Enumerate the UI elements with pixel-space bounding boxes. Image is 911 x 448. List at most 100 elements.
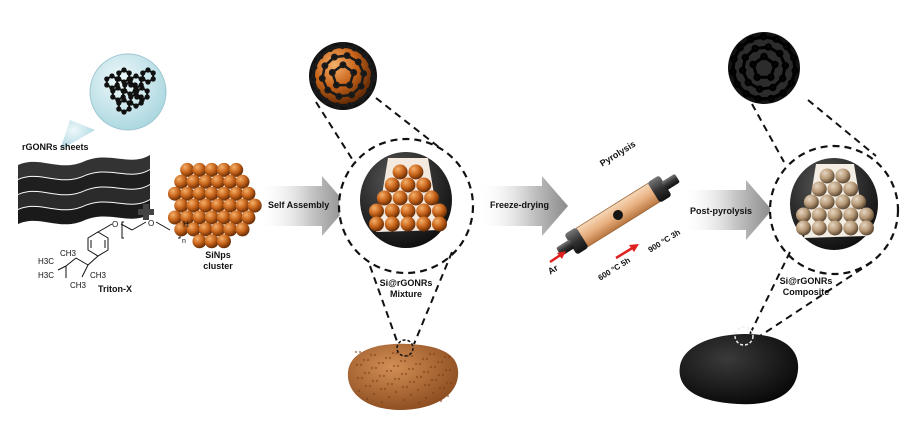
graphene-atom [144,94,150,100]
fullerene-atom [324,86,332,94]
sponge-pore [428,352,432,356]
graphene-atom [138,94,144,100]
fullerene-atom [779,74,787,83]
graphene-atom [133,73,139,79]
sinp-sphere [223,174,238,189]
fullerene-atom [741,53,749,62]
fullerene-atom [769,83,777,92]
fullerene-atom [332,81,340,89]
si-sphere-tan [827,207,843,223]
fullerene-atom [729,68,737,76]
sponge-pore [404,372,408,376]
sponge-pore [416,388,420,392]
sponge-pore [440,360,444,364]
sponge-pore [363,371,367,375]
sponge-pore [402,398,406,402]
graphene-atom [116,70,122,76]
sponge-pore [434,378,438,382]
graphene-atom [139,85,145,91]
sponge-pore [449,381,453,385]
si-sphere-tan [827,181,843,197]
fullerene-atom [351,44,359,52]
sinp-sphere [186,198,201,213]
si-sphere-tan [811,220,827,236]
sinp-sphere [180,162,195,177]
temperature-ramp-arrow [615,244,639,260]
black-sponge [679,326,799,405]
fullerene-atom [318,74,326,82]
sponge-pore [447,355,451,359]
sponge-pore [384,356,388,360]
sponge-pore [419,375,423,379]
sinp-sphere [174,198,189,213]
si-sphere-tan [827,220,843,236]
molecule-o1: O [112,220,119,229]
sinp-sphere [216,234,231,249]
graphene-atom [144,88,150,94]
si-sphere-orange [384,203,400,219]
argon-flow-arrow [549,251,566,264]
sponge-pore [403,359,407,363]
sinp-sphere [198,222,213,237]
sponge-pore [385,369,389,373]
sinp-sphere [174,174,189,189]
graphene-atom [122,88,128,94]
sinp-sphere [216,162,231,177]
molecule-h3c-top: H3C [38,257,55,266]
post-pyrolysis-label: Post-pyrolysis [690,206,753,216]
si-sphere-orange [400,203,416,219]
sponge-pore [427,383,431,387]
sinp-sphere [198,198,213,213]
fullerene-atom [787,79,796,87]
fullerene-atom [776,49,784,58]
sponge-pore [388,356,392,360]
fullerene-atom [310,63,318,71]
graphene-atom [121,109,127,115]
sponge-pore [392,364,396,368]
si-sphere-orange [432,216,447,232]
fullerene-atom [742,90,750,98]
fullerene-ring [311,44,375,108]
si-sphere-tan [803,194,819,210]
sponge-pore [396,364,400,368]
sponge-pore [360,376,364,380]
sinps-label: SiNps cluster [198,250,238,272]
si-sphere-orange [384,177,400,193]
sponge-pore [407,367,411,371]
sponge-pore [354,350,358,354]
fullerene-atom [346,81,354,89]
fullerene-atom [326,45,334,52]
fullerene-atom [779,89,787,97]
fullerene-atom [771,60,779,69]
si-sphere-orange [392,164,408,180]
sponge-pore [369,353,373,357]
sponge-pore [430,378,434,382]
graphene-atom [115,85,121,91]
si-sphere-tan [843,207,859,223]
fullerene-atom [348,91,356,99]
si-sphere-tan [843,220,859,236]
graphene-atom [116,100,122,106]
sinp-sphere [229,162,244,177]
molecule-ch3-top: CH3 [60,249,77,258]
sponge-pore [415,375,419,379]
graphene-atom [126,106,132,112]
sinps-label-line1: SiNps [205,250,231,260]
molecule-ch3-right: CH3 [90,271,107,280]
fullerene-atom [369,75,377,83]
sponge-pore [368,384,372,388]
freeze-drying-label: Freeze-drying [490,200,550,210]
fullerene-atom [753,73,761,82]
sponge-pore [370,366,374,370]
sponge-pore [366,358,370,362]
sponge-pore [412,380,416,384]
sponge-pore [405,385,409,389]
fullerene-atom [328,69,336,76]
fullerene-atom [333,102,341,110]
fullerene-atom [322,97,330,105]
self-assembly-label: Self Assembly [268,200,330,210]
sinp-sphere [180,186,195,201]
sinp-sphere [223,198,238,213]
